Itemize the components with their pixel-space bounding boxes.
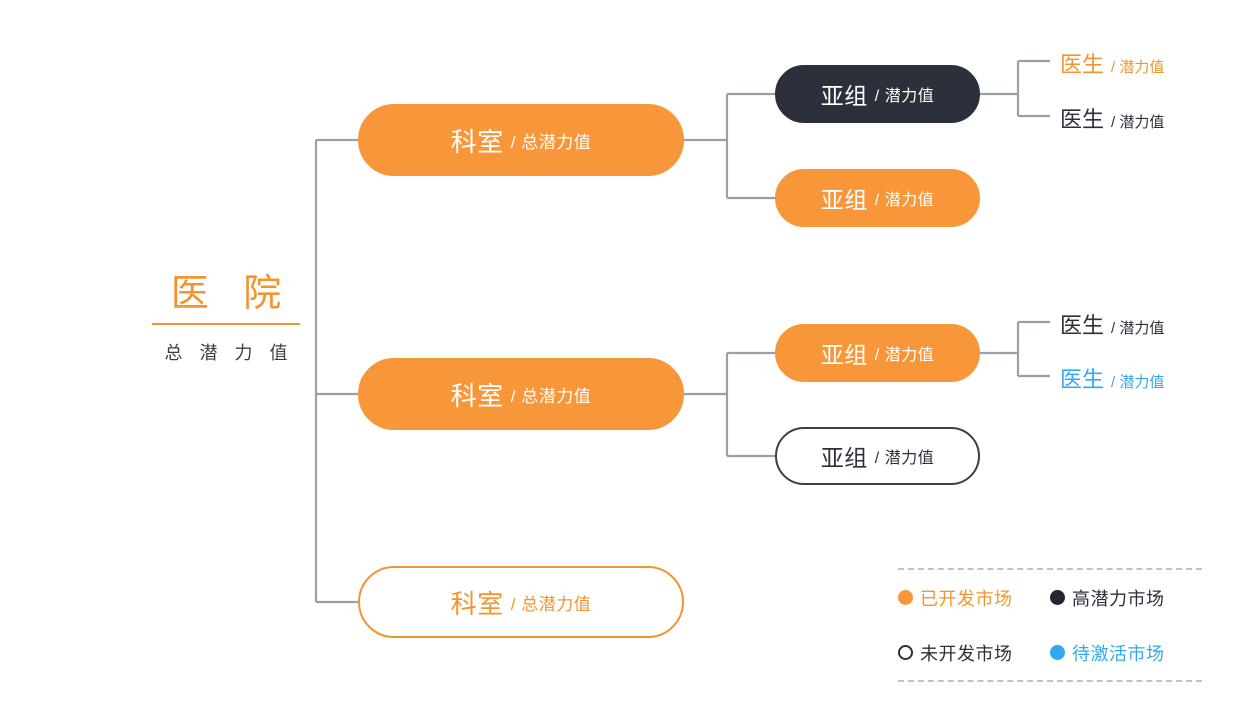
subgroup-2-2-metric: / 潜力值 (874, 450, 935, 467)
doctor-2-1-1-metric: / 潜力值 (1111, 320, 1165, 337)
doctor-2-1-2-metric: / 潜力值 (1111, 374, 1165, 391)
doctor-node-2-1-2[interactable]: 医生 / 潜力值 (1060, 362, 1164, 394)
department-3-metric: / 总潜力值 (510, 594, 592, 614)
department-1-metric: / 总潜力值 (510, 132, 592, 152)
doctor-1-1-2-metric: / 潜力值 (1111, 114, 1165, 131)
doctor-1-1-2-name: 医生 (1060, 107, 1105, 132)
doctor-1-1-1-name: 医生 (1060, 52, 1105, 77)
filled-circle-dark-icon (1050, 590, 1065, 605)
subgroup-1-1-name: 亚组 (820, 83, 868, 109)
subgroup-2-2-name: 亚组 (820, 445, 868, 471)
legend-label-to-be-activated-market: 待激活市场 (1072, 643, 1165, 664)
subgroup-2-1-metric: / 潜力值 (874, 347, 935, 364)
department-2-metric: / 总潜力值 (510, 386, 592, 406)
legend-panel: 已开发市场 高潜力市场 未开发市场 待激活市场 (898, 568, 1202, 682)
subgroup-1-2-metric: / 潜力值 (874, 192, 935, 209)
doctor-node-1-1-2[interactable]: 医生 / 潜力值 (1060, 102, 1164, 134)
doctor-2-1-2-name: 医生 (1060, 367, 1105, 392)
subgroup-node-2-2[interactable]: 亚组 / 潜力值 (775, 427, 980, 485)
legend-item-high-potential-market: 高潜力市场 (1050, 585, 1202, 611)
subgroup-1-1-metric: / 潜力值 (874, 88, 935, 105)
department-node-3[interactable]: 科室 / 总潜力值 (358, 566, 684, 638)
department-2-name: 科室 (450, 380, 504, 411)
legend-item-developed-market: 已开发市场 (898, 585, 1050, 611)
legend-label-developed-market: 已开发市场 (920, 588, 1013, 609)
legend-label-undeveloped-market: 未开发市场 (920, 643, 1013, 664)
legend-item-to-be-activated-market: 待激活市场 (1050, 640, 1202, 666)
subgroup-node-2-1[interactable]: 亚组 / 潜力值 (775, 324, 980, 382)
root-subtitle: 总 潜 力 值 (164, 342, 294, 363)
department-3-name: 科室 (450, 588, 504, 619)
doctor-node-1-1-1[interactable]: 医生 / 潜力值 (1060, 47, 1164, 79)
doctor-node-2-1-1[interactable]: 医生 / 潜力值 (1060, 308, 1164, 340)
department-1-name: 科室 (450, 126, 504, 157)
department-node-2[interactable]: 科室 / 总潜力值 (358, 358, 684, 430)
root-node-hospital[interactable]: 医 院 总 潜 力 值 (150, 272, 302, 365)
subgroup-node-1-2[interactable]: 亚组 / 潜力值 (775, 169, 980, 227)
doctor-2-1-1-name: 医生 (1060, 313, 1105, 338)
hollow-circle-icon (898, 645, 913, 660)
root-title: 医 院 (170, 273, 294, 315)
root-underline (152, 322, 300, 325)
legend-label-high-potential-market: 高潜力市场 (1072, 588, 1165, 609)
filled-circle-blue-icon (1050, 645, 1065, 660)
subgroup-2-1-name: 亚组 (820, 342, 868, 368)
subgroup-1-2-name: 亚组 (820, 187, 868, 213)
doctor-1-1-1-metric: / 潜力值 (1111, 59, 1165, 76)
department-node-1[interactable]: 科室 / 总潜力值 (358, 104, 684, 176)
subgroup-node-1-1[interactable]: 亚组 / 潜力值 (775, 65, 980, 123)
legend-item-undeveloped-market: 未开发市场 (898, 640, 1050, 666)
filled-circle-orange-icon (898, 590, 913, 605)
